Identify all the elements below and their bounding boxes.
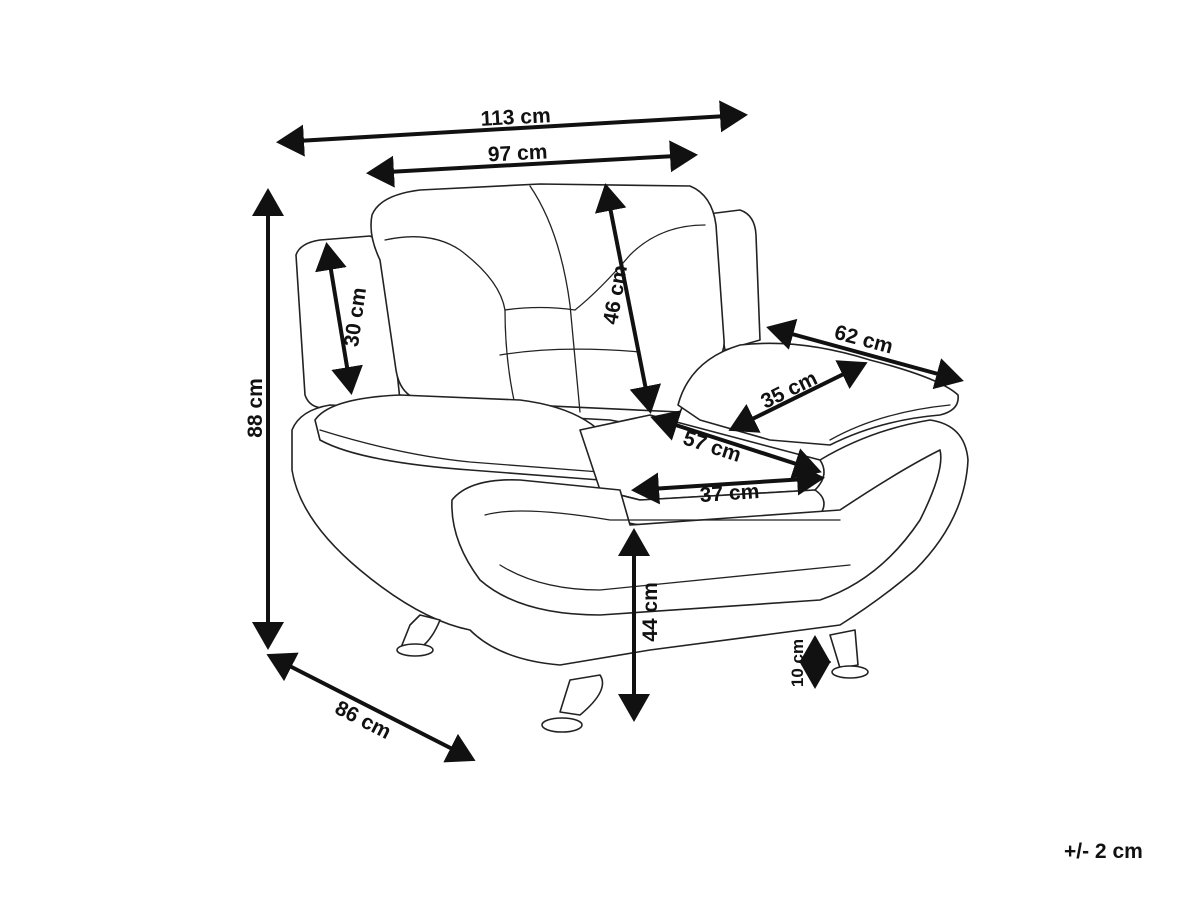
armchair-drawing xyxy=(291,183,969,733)
armrest-length-arrow xyxy=(766,318,964,390)
seat-width-arrow xyxy=(631,463,825,505)
backrest-height-arrow xyxy=(594,183,662,414)
back-width-arrow xyxy=(366,140,698,188)
overall-depth-arrow xyxy=(266,652,476,763)
seat-depth-arrow xyxy=(650,410,822,479)
seat-width-label: 37 cm xyxy=(699,480,760,507)
overall-width-arrow xyxy=(276,100,748,157)
dimension-arrows xyxy=(252,100,964,763)
back-width-label: 97 cm xyxy=(487,140,548,166)
overall-height-label: 88 cm xyxy=(244,378,267,438)
seat-height-label: 44 cm xyxy=(639,582,662,642)
tolerance-note: +/- 2 cm xyxy=(1064,840,1143,863)
leg-height-label: 10 cm xyxy=(788,639,807,687)
overall-width-label: 113 cm xyxy=(480,104,551,131)
armrest-height-arrow xyxy=(315,242,363,395)
